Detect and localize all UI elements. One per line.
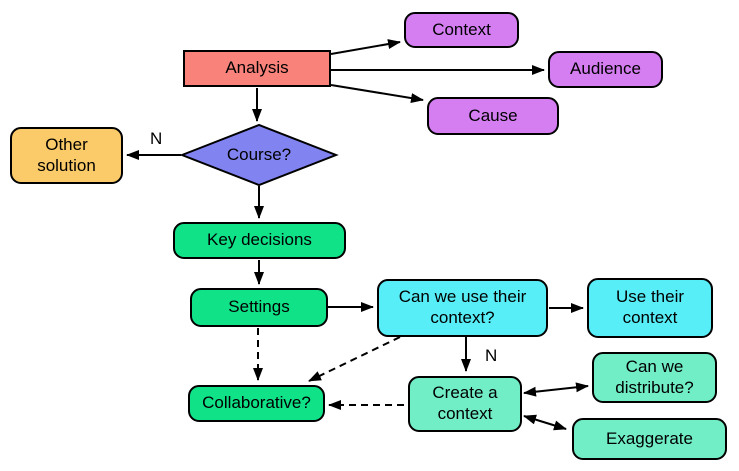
node-collaborative-label: Collaborative? xyxy=(202,393,311,413)
edge-label-course-no: N xyxy=(150,129,163,148)
node-course: Course? xyxy=(182,125,336,185)
node-collaborative: Collaborative? xyxy=(188,385,325,422)
edge-canweuse-collaborative xyxy=(308,336,401,382)
node-use-their-context: Use their context xyxy=(587,278,713,338)
node-audience-label: Audience xyxy=(570,59,641,79)
node-cause: Cause xyxy=(427,97,559,135)
edge-createcontext-distribute xyxy=(523,382,589,397)
node-can-we-distribute-label: Can we distribute? xyxy=(615,356,694,397)
node-can-we-distribute: Can we distribute? xyxy=(592,352,717,403)
node-audience: Audience xyxy=(548,51,663,88)
node-create-context: Create a context xyxy=(408,376,522,432)
node-exaggerate: Exaggerate xyxy=(572,418,727,460)
node-context-label: Context xyxy=(432,19,491,39)
node-analysis: Analysis xyxy=(183,50,331,87)
node-settings-label: Settings xyxy=(228,297,290,317)
node-can-we-use-context-label: Can we use their context? xyxy=(398,287,527,327)
node-context: Context xyxy=(404,12,519,48)
node-other-solution: Other solution xyxy=(10,127,123,184)
edge-analysis-context xyxy=(330,39,401,55)
node-other-solution-label: Other solution xyxy=(37,134,96,175)
node-analysis-label: Analysis xyxy=(225,58,289,78)
node-key-decisions-label: Key decisions xyxy=(207,230,312,250)
node-key-decisions: Key decisions xyxy=(173,222,346,259)
node-settings: Settings xyxy=(190,288,328,327)
node-create-context-label: Create a context xyxy=(432,383,498,423)
edge-createcontext-exaggerate xyxy=(523,414,567,431)
node-course-diamond xyxy=(179,123,339,187)
node-use-their-context-label: Use their context xyxy=(615,287,685,327)
node-course-label: Course? xyxy=(226,145,292,164)
edge-label-use-context-no: N xyxy=(485,346,498,365)
node-can-we-use-context: Can we use their context? xyxy=(377,279,548,337)
node-cause-label: Cause xyxy=(468,105,518,125)
edge-analysis-cause xyxy=(330,84,424,104)
node-exaggerate-label: Exaggerate xyxy=(606,428,693,448)
